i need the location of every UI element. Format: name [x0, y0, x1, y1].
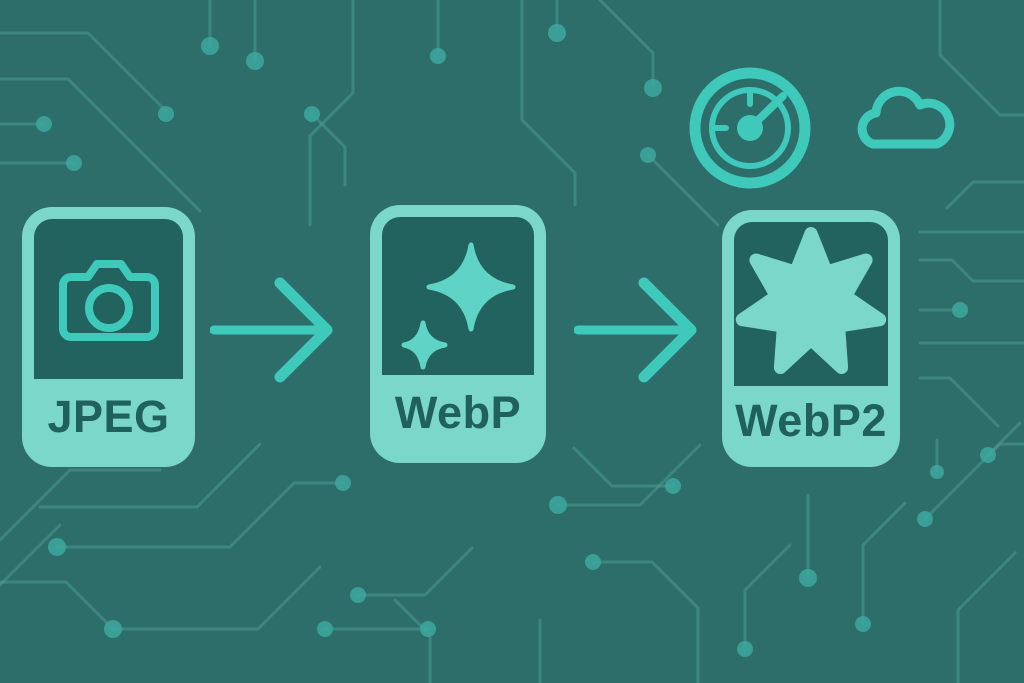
- jpeg-card-label: JPEG: [47, 391, 170, 442]
- arrow-right-icon: [210, 277, 333, 383]
- seven-point-star-icon: [735, 227, 887, 375]
- jpeg-card-label-band: JPEG: [34, 379, 183, 455]
- webp-card-label: WebP: [394, 387, 522, 438]
- cloud-icon: [857, 86, 955, 149]
- camera-icon: [58, 260, 159, 341]
- speedometer-icon: [689, 67, 811, 189]
- arrow-right-icon: [574, 277, 697, 383]
- format-card-webp2: WebP2: [722, 210, 900, 467]
- webp2-card-label: WebP2: [735, 394, 887, 446]
- webp2-card-label-band: WebP2: [734, 386, 888, 455]
- format-card-webp: WebP: [370, 205, 546, 463]
- webp2-card-screen: [734, 222, 888, 386]
- webp-card-label-band: WebP: [382, 375, 534, 451]
- jpeg-card-screen: [34, 219, 183, 379]
- format-card-jpeg: JPEG: [22, 207, 195, 467]
- sparkles-icon: [401, 242, 516, 370]
- webp-card-screen: [382, 217, 534, 375]
